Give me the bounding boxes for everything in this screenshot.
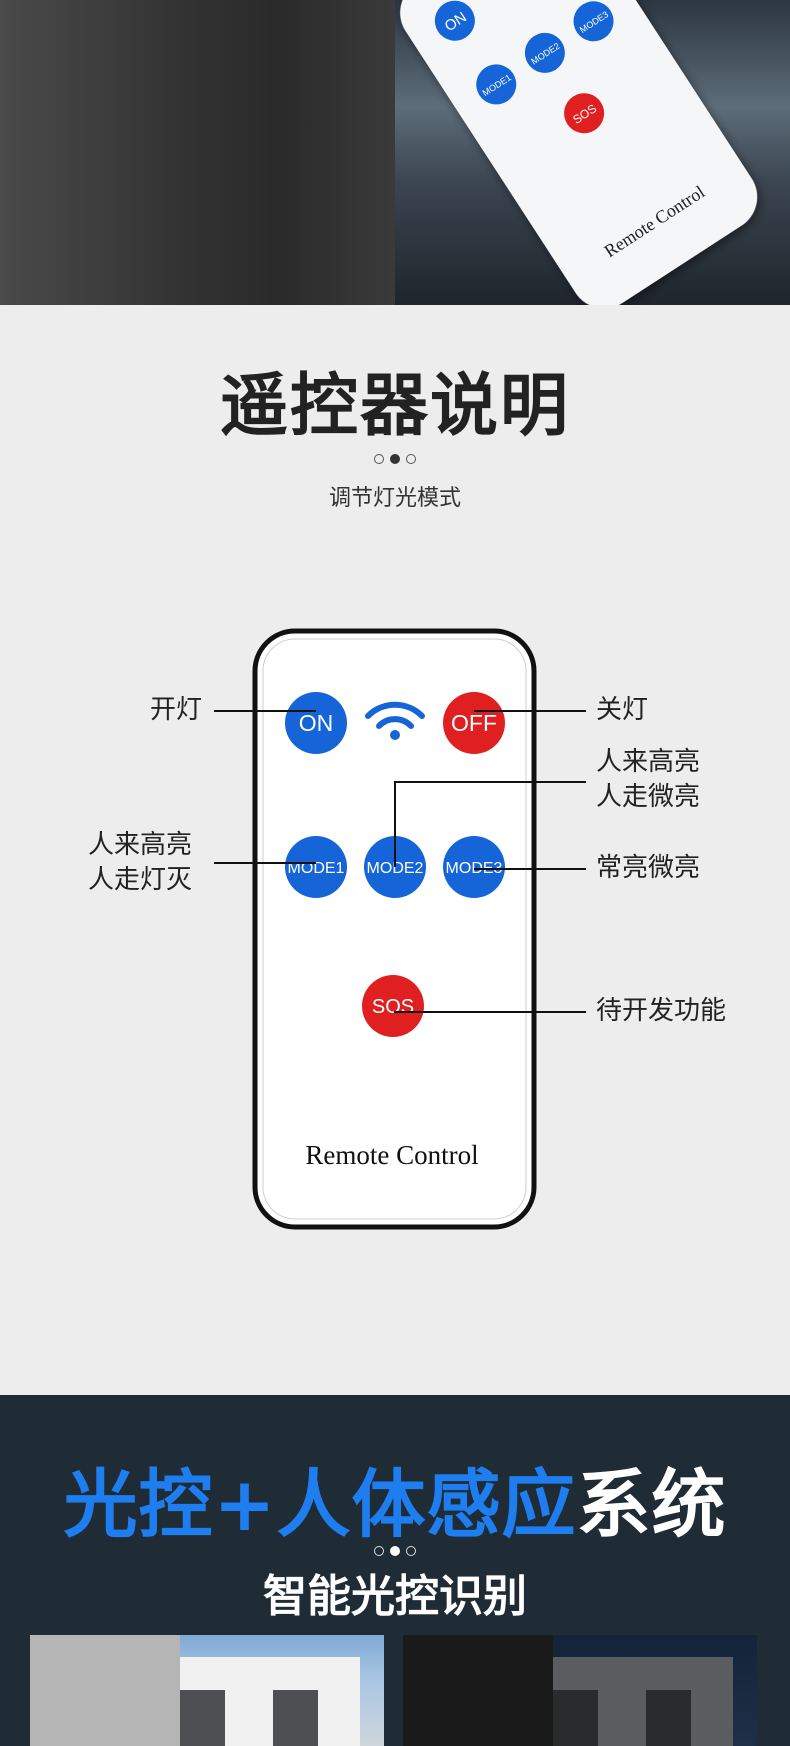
light-sensor-section: 光控+人体感应系统 智能光控识别: [0, 1395, 790, 1746]
off-callout-line: [474, 710, 586, 712]
svg-text:ON: ON: [299, 710, 334, 736]
wifi-icon: [365, 701, 425, 740]
title-rest: 系统: [576, 1462, 727, 1548]
photo-mode2-button: MODE2: [524, 32, 565, 73]
mode2-callout: 人来高亮 人走微亮: [596, 745, 700, 815]
carousel-dots: [0, 448, 790, 467]
mode2-callout-line-v: [394, 781, 396, 867]
sos-button: SOS: [362, 975, 424, 1037]
mode2-button: MODE2: [364, 836, 426, 898]
section-title: 遥控器说明: [219, 367, 570, 446]
dot-icon: [406, 1545, 416, 1556]
top-photo-band: ON MODE1 MODE2 MODE3 SOS Remote Control: [0, 0, 790, 305]
dot-active-icon: [390, 453, 400, 464]
off-button: OFF: [443, 692, 505, 754]
photo-mode1-button: MODE1: [476, 64, 517, 105]
svg-text:SOS: SOS: [372, 996, 414, 1018]
sos-callout-line: [394, 1011, 586, 1013]
remote-photo-body: [400, 0, 758, 305]
svg-text:MODE1: MODE1: [288, 860, 345, 877]
section-title: 光控+人体感应系统: [0, 1445, 790, 1552]
dot-icon: [374, 453, 384, 464]
dot-icon: [406, 453, 416, 464]
section-subtitle: 智能光控识别: [263, 1571, 527, 1622]
mode1-button: MODE1: [285, 836, 347, 898]
on-callout: 开灯: [150, 695, 203, 725]
brand-text: Remote Control: [305, 1140, 478, 1170]
mode1-callout-line1: 人来高亮: [88, 830, 193, 860]
photo-mode3-button: MODE3: [573, 1, 614, 42]
photo-sos-button: SOS: [564, 93, 605, 134]
mode1-callout: 人来高亮 人走灯灭: [88, 828, 192, 898]
nighttime-building-photo: [403, 1635, 757, 1746]
mode1-callout-line2: 人走灯灭: [88, 865, 193, 895]
remote-photo: ON MODE1 MODE2 MODE3 SOS Remote Control: [400, 0, 758, 305]
product-photo-left: [0, 0, 395, 305]
sos-callout: 待开发功能: [596, 996, 727, 1026]
remote-control-diagram: ON OFF MODE1 MODE2 MODE3: [252, 628, 537, 1230]
remote-body: [252, 628, 537, 1230]
svg-text:OFF: OFF: [451, 710, 497, 736]
mode2-callout-line-h: [394, 781, 586, 783]
carousel-dots: [0, 1540, 790, 1559]
mode2-callout-line2: 人走微亮: [596, 782, 701, 812]
mode3-button: MODE3: [443, 836, 505, 898]
dot-active-icon: [390, 1545, 400, 1556]
on-callout-line: [214, 710, 316, 712]
daytime-building-photo: [30, 1635, 384, 1746]
on-button: ON: [285, 692, 347, 754]
mode2-callout-line1: 人来高亮: [596, 747, 701, 777]
dot-icon: [374, 1545, 384, 1556]
mode3-callout: 常亮微亮: [596, 853, 701, 883]
title-highlight: 光控+人体感应: [63, 1462, 577, 1548]
mode1-callout-line: [214, 862, 316, 864]
off-callout: 关灯: [596, 695, 649, 725]
photo-on-button: ON: [434, 0, 475, 41]
remote-description-section: 遥控器说明 调节灯光模式 ON OFF MODE1: [0, 305, 790, 1395]
remote-inner-edge: [262, 638, 527, 1220]
section-subtitle: 调节灯光模式: [328, 486, 461, 511]
mode3-callout-line: [474, 868, 586, 870]
svg-text:MODE2: MODE2: [367, 860, 424, 877]
